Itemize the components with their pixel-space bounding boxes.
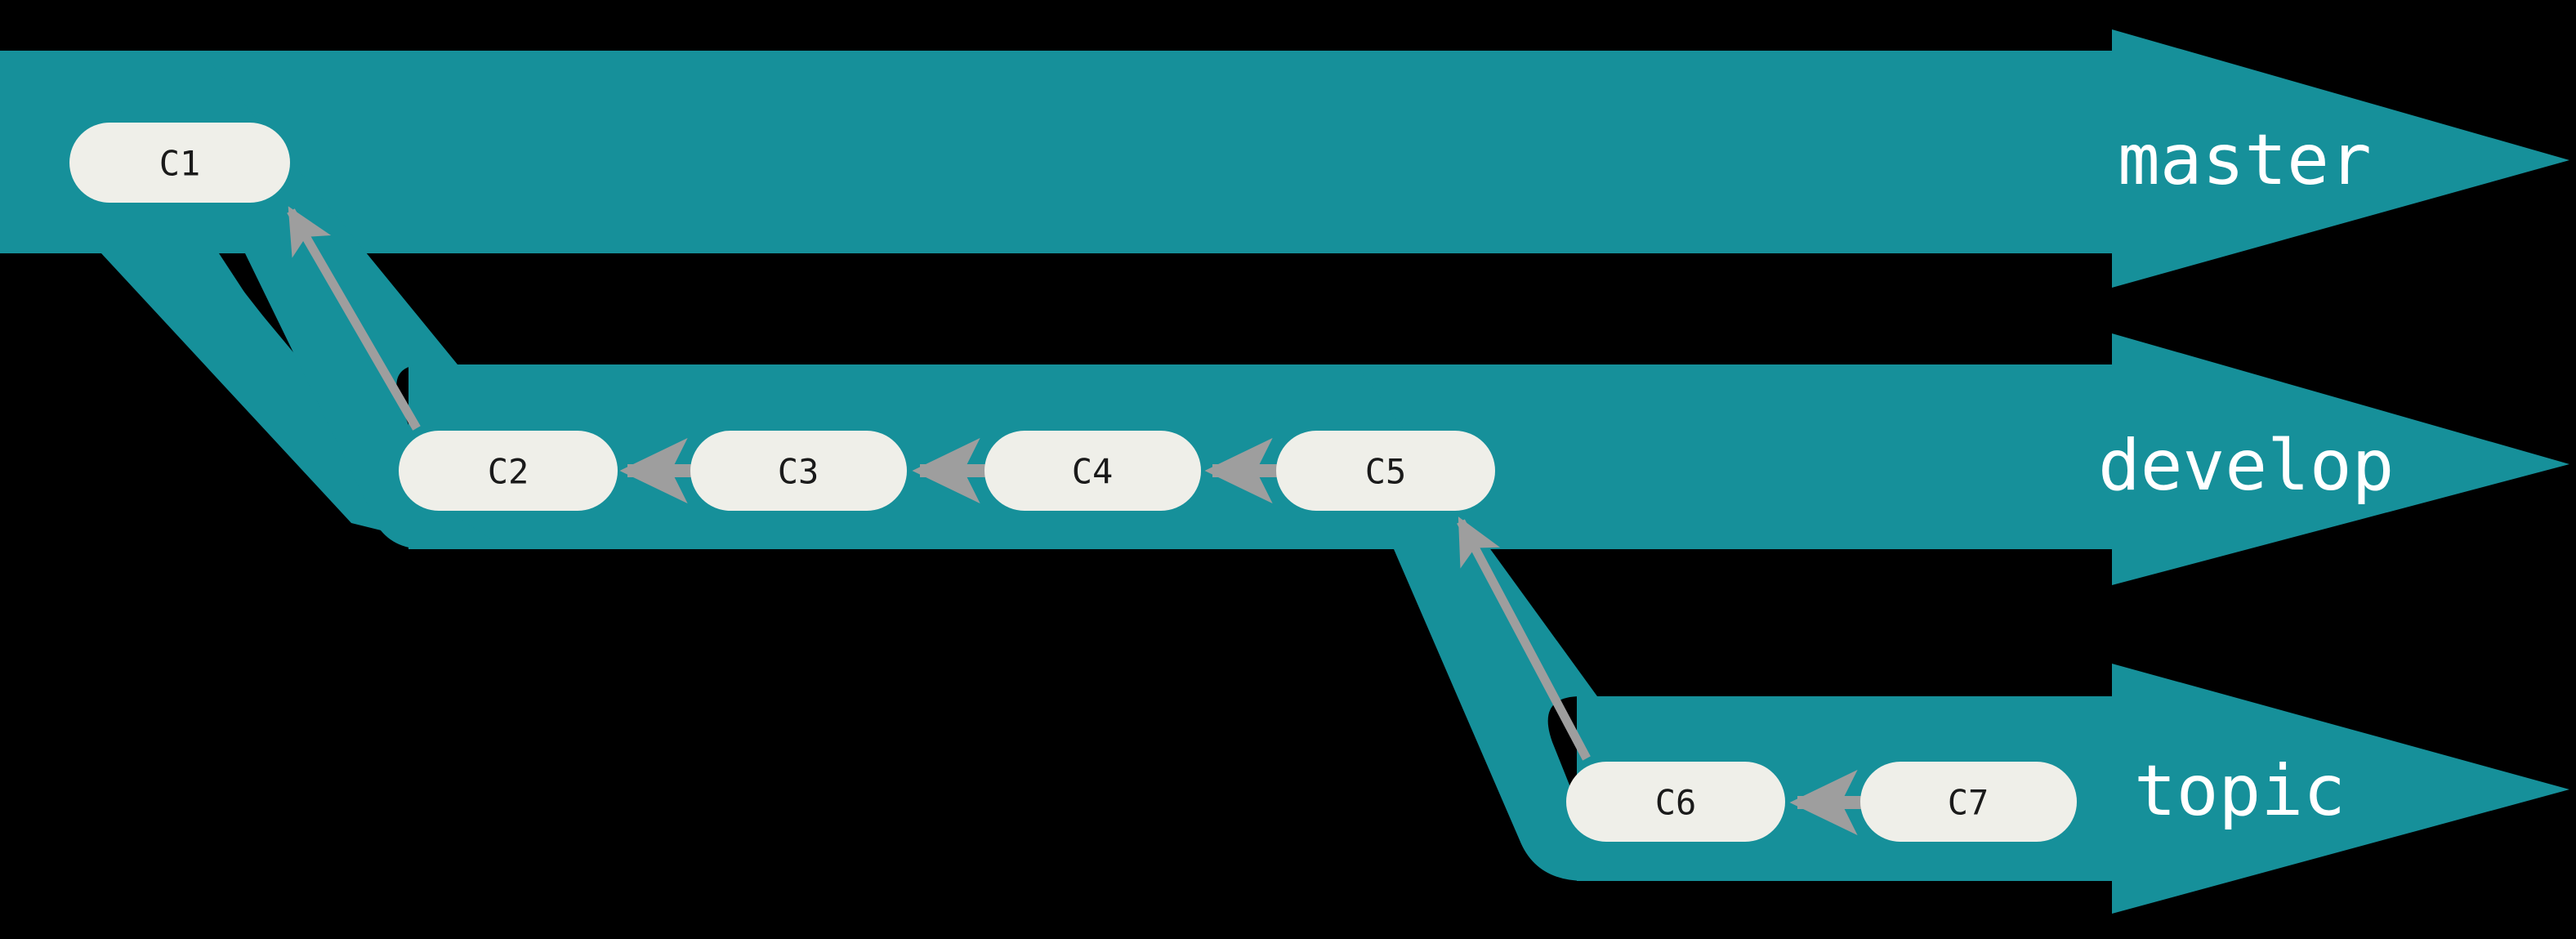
branch-label-develop: develop	[2098, 425, 2394, 507]
commit-node-c3[interactable]: C3	[690, 431, 907, 511]
branch-lane-master	[0, 29, 2569, 549]
commit-node-c1[interactable]: C1	[69, 123, 290, 203]
commit-node-c6[interactable]: C6	[1566, 762, 1785, 842]
commit-nodes: C1 C2 C3 C4 C5 C6	[69, 123, 2077, 842]
commit-node-c4[interactable]: C4	[984, 431, 1201, 511]
branch-label-topic: topic	[2134, 750, 2346, 832]
commit-pill[interactable]	[984, 431, 1201, 511]
commit-node-c7[interactable]: C7	[1860, 762, 2077, 842]
branch-labels: master develop topic	[2098, 119, 2394, 832]
commit-pill[interactable]	[690, 431, 907, 511]
commit-pill[interactable]	[69, 123, 290, 203]
commit-label: C4	[1072, 452, 1114, 492]
commit-node-c5[interactable]: C5	[1276, 431, 1495, 511]
commit-node-c2[interactable]: C2	[399, 431, 618, 511]
commit-pill[interactable]	[1276, 431, 1495, 511]
commit-pill[interactable]	[1566, 762, 1785, 842]
master-develop-elbow	[101, 253, 484, 549]
commit-label: C7	[1948, 783, 1989, 823]
commit-label: C1	[159, 144, 201, 184]
branch-label-master: master	[2118, 119, 2372, 201]
edge-C6-to-C5	[1457, 516, 1591, 761]
master-lane-body	[0, 29, 2569, 288]
commit-pill[interactable]	[399, 431, 618, 511]
commit-label: C5	[1365, 452, 1407, 492]
commit-label: C3	[778, 452, 819, 492]
edge-C2-to-C1	[287, 206, 421, 431]
commit-label: C6	[1655, 783, 1697, 823]
commit-label: C2	[488, 452, 529, 492]
commit-parent-arrows	[287, 206, 1863, 835]
commit-pill[interactable]	[1860, 762, 2077, 842]
